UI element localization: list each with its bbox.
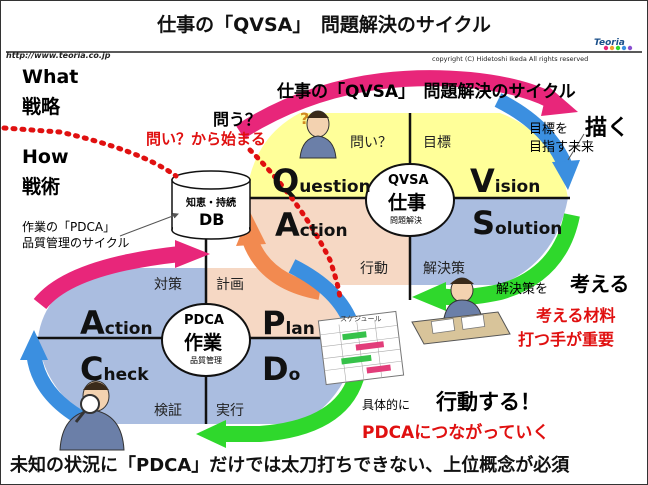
question-prompt: 問う？	[213, 110, 262, 129]
question-start-note: 問い？から始まる	[146, 130, 267, 148]
qvsa-quadrant-solution	[410, 198, 568, 285]
strategy-dotted-line-lower	[247, 147, 343, 303]
pdca-center-circle	[161, 303, 251, 377]
qvsa-word-vision: Vision	[470, 162, 541, 200]
site-url: http://www.teoria.co.jp	[6, 51, 111, 60]
pdca-cell-check: 検証	[154, 403, 182, 419]
qvsa-quadrant-vision	[410, 113, 568, 198]
pdca-arrow-bottom-head	[196, 420, 226, 448]
qvsa-arrow-bottom-head	[412, 282, 446, 311]
db-cylinder-top	[171, 170, 251, 190]
qvsa-word-solution: Solution	[472, 204, 563, 242]
vision-note-line1: 目標を	[529, 122, 569, 137]
qvsa-cell-solution: 解決策	[423, 261, 465, 277]
qvsa-arrow-right-blue	[494, 93, 572, 169]
page-title: 仕事の「QVSA」 問題解決のサイクル	[157, 14, 491, 36]
do-emphasis: 行動する！	[436, 390, 541, 414]
pdca-cell-do: 実行	[216, 403, 244, 419]
qvsa-arrow-top-head	[541, 86, 578, 116]
pdca-center-main: 作業	[184, 332, 223, 354]
pdca-caption-line2: 品質管理のサイクル	[22, 236, 130, 250]
do-red-note: PDCAにつながっていく	[362, 423, 550, 443]
vision-note-pointer	[567, 133, 585, 161]
qvsa-center-circle	[365, 163, 455, 237]
inspector-magnifier-icon	[59, 380, 125, 451]
qvsa-word-question: Question	[272, 162, 371, 200]
pdca-quadrant-check	[38, 338, 206, 424]
solution-red-line2: 打つ手が重要	[518, 330, 615, 349]
vision-note-line2: 目指す未来	[529, 140, 595, 155]
pdca-caption-pointer	[119, 212, 179, 237]
pdca-arrow-top-magenta	[33, 246, 181, 310]
schedule-label: スケジュール	[340, 315, 382, 323]
db-label: DB	[199, 210, 225, 229]
what-jp-label: 戦略	[22, 96, 61, 118]
strategy-dotted-line-upper	[1, 125, 179, 179]
pdca-arrow-left-head	[20, 330, 48, 360]
pdca-arrow-bottom-green	[222, 375, 364, 442]
solution-emphasis: 考える	[570, 272, 630, 296]
qvsa-center-sub: 問題解決	[390, 216, 422, 225]
pdca-cell-action: 対策	[154, 277, 182, 293]
qvsa-cell-vision: 目標	[423, 135, 451, 151]
qvsa-quadrant-action	[246, 198, 410, 285]
qvsa-center-main: 仕事	[388, 192, 427, 214]
db-cylinder-fill	[173, 200, 249, 230]
qvsa-cell-question: 問い？	[350, 135, 392, 151]
pdca-center-sub: 品質管理	[190, 356, 222, 365]
db-top-label: 知恵・持続	[186, 198, 236, 209]
pdca-quadrant-action	[38, 268, 206, 338]
teoria-logo: Teoria	[594, 38, 625, 48]
qvsa-center-acronym: QVSA	[388, 173, 429, 188]
copyright-text: copyright (C) Hidetoshi Ikeda All rights…	[432, 55, 589, 63]
qvsa-arrow-left-orange	[242, 236, 322, 300]
pdca-word-plan: Plan	[262, 304, 315, 342]
pdca-caption-line1: 作業の「PDCA」	[22, 220, 116, 234]
qvsa-word-action: Action	[275, 206, 348, 244]
qvsa-arrow-left-head	[236, 212, 266, 246]
pdca-word-check: Check	[80, 350, 149, 388]
solution-red-line1: 考える材料	[536, 306, 616, 325]
desk-worker-icon	[411, 277, 511, 345]
pdca-arrow-top-head	[175, 240, 210, 268]
pdca-cell-plan: 計画	[216, 277, 244, 293]
pdca-word-action: Action	[80, 304, 153, 342]
vision-note-emphasis: 描く	[585, 116, 630, 141]
footer-conclusion: 未知の状況に「PDCA」だけでは太刀打ちできない、上位概念が必須	[10, 455, 570, 476]
qvsa-cell-action: 行動	[360, 261, 388, 277]
what-label: What	[22, 66, 79, 88]
pdca-center-acronym: PDCA	[184, 313, 224, 328]
schedule-document-icon	[317, 310, 405, 386]
solution-note: 解決策を	[496, 282, 549, 297]
qvsa-heading: 仕事の「QVSA」 問題解決のサイクル	[277, 82, 576, 102]
svg-text:?: ?	[300, 109, 309, 128]
thinking-person-icon: ?	[299, 109, 337, 159]
do-note: 具体的に	[362, 398, 411, 412]
how-label: How	[22, 146, 69, 168]
qvsa-arrow-top-magenta	[235, 70, 554, 139]
qvsa-arrow-right-head	[552, 160, 580, 190]
teoria-logo-dots	[603, 45, 633, 51]
how-jp-label: 戦術	[22, 176, 61, 198]
pdca-word-do: Do	[262, 350, 301, 388]
